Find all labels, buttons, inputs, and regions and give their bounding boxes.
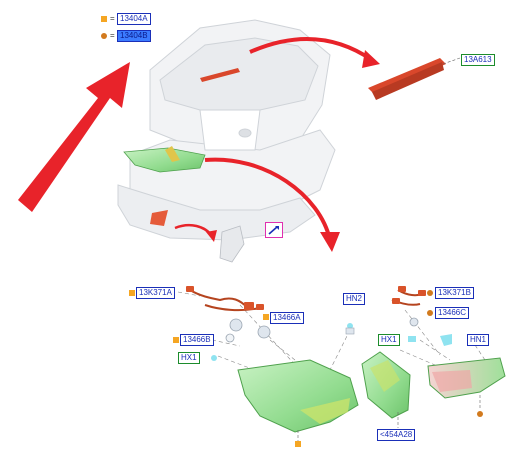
label-bulb-hx-right[interactable]: HX1 xyxy=(378,334,400,346)
small-arrow-cover-head xyxy=(206,230,217,242)
label-lens[interactable]: <454A28 xyxy=(377,429,416,441)
label-high-mount-lamp[interactable]: 13A613 xyxy=(461,54,495,66)
socket-a-square-icon xyxy=(263,314,269,320)
right-lamp-marker xyxy=(477,411,483,417)
sockets-right xyxy=(345,317,452,346)
tail-lamp-on-car xyxy=(123,147,206,173)
legend-equals-circle: = xyxy=(110,31,115,40)
socket-b-square-icon xyxy=(173,337,179,343)
label-bulb-hn-top[interactable]: HN2 xyxy=(343,293,366,305)
label-harness-right[interactable]: 13K371B xyxy=(435,287,474,299)
high-mount-stop-lamp xyxy=(368,57,461,100)
label-bulb-hn-right[interactable]: HN1 xyxy=(467,334,490,346)
curved-arrow-tail-lamp xyxy=(204,157,332,241)
left-tail-lamp-assembly xyxy=(237,359,359,442)
red-direction-arrow xyxy=(18,62,130,212)
curved-arrow-high-mount xyxy=(249,36,374,62)
legend-circle-icon xyxy=(101,33,107,39)
left-lamp-marker xyxy=(295,441,301,447)
label-socket-c[interactable]: 13466C xyxy=(435,307,470,319)
highmount-location-mark xyxy=(200,68,240,82)
curved-arrow-high-mount-head xyxy=(362,50,380,68)
socket-c-circle-icon xyxy=(427,310,433,316)
right-tail-lamp-assembly xyxy=(427,357,506,410)
label-bulb-hx-left[interactable]: HX1 xyxy=(178,352,200,364)
legend-circle-label[interactable]: 13404B xyxy=(117,30,151,42)
legend-equals-square: = xyxy=(110,14,115,23)
curved-arrow-tail-lamp-head xyxy=(320,232,340,252)
label-socket-a[interactable]: 13466A xyxy=(270,312,304,324)
reflector-mark xyxy=(150,210,168,226)
sockets-left xyxy=(211,318,271,361)
harness-right-circle-icon xyxy=(427,290,433,296)
label-harness-left[interactable]: 13K371A xyxy=(136,287,175,299)
harness-left xyxy=(189,289,261,312)
center-lens-part xyxy=(361,351,411,428)
harness-left-square-icon xyxy=(129,290,135,296)
legend-square-label[interactable]: 13404A xyxy=(117,13,151,25)
lamp-mount-detail xyxy=(165,146,180,162)
car-rear-body xyxy=(117,19,336,241)
legend-square-icon xyxy=(101,16,107,22)
harness-right-connectors xyxy=(392,286,426,304)
harness-left-connectors xyxy=(186,286,264,310)
view-callout-box[interactable] xyxy=(265,222,283,238)
label-socket-b[interactable]: 13466B xyxy=(180,334,214,346)
magnifier-icon xyxy=(268,226,279,235)
cover-piece xyxy=(219,225,245,263)
